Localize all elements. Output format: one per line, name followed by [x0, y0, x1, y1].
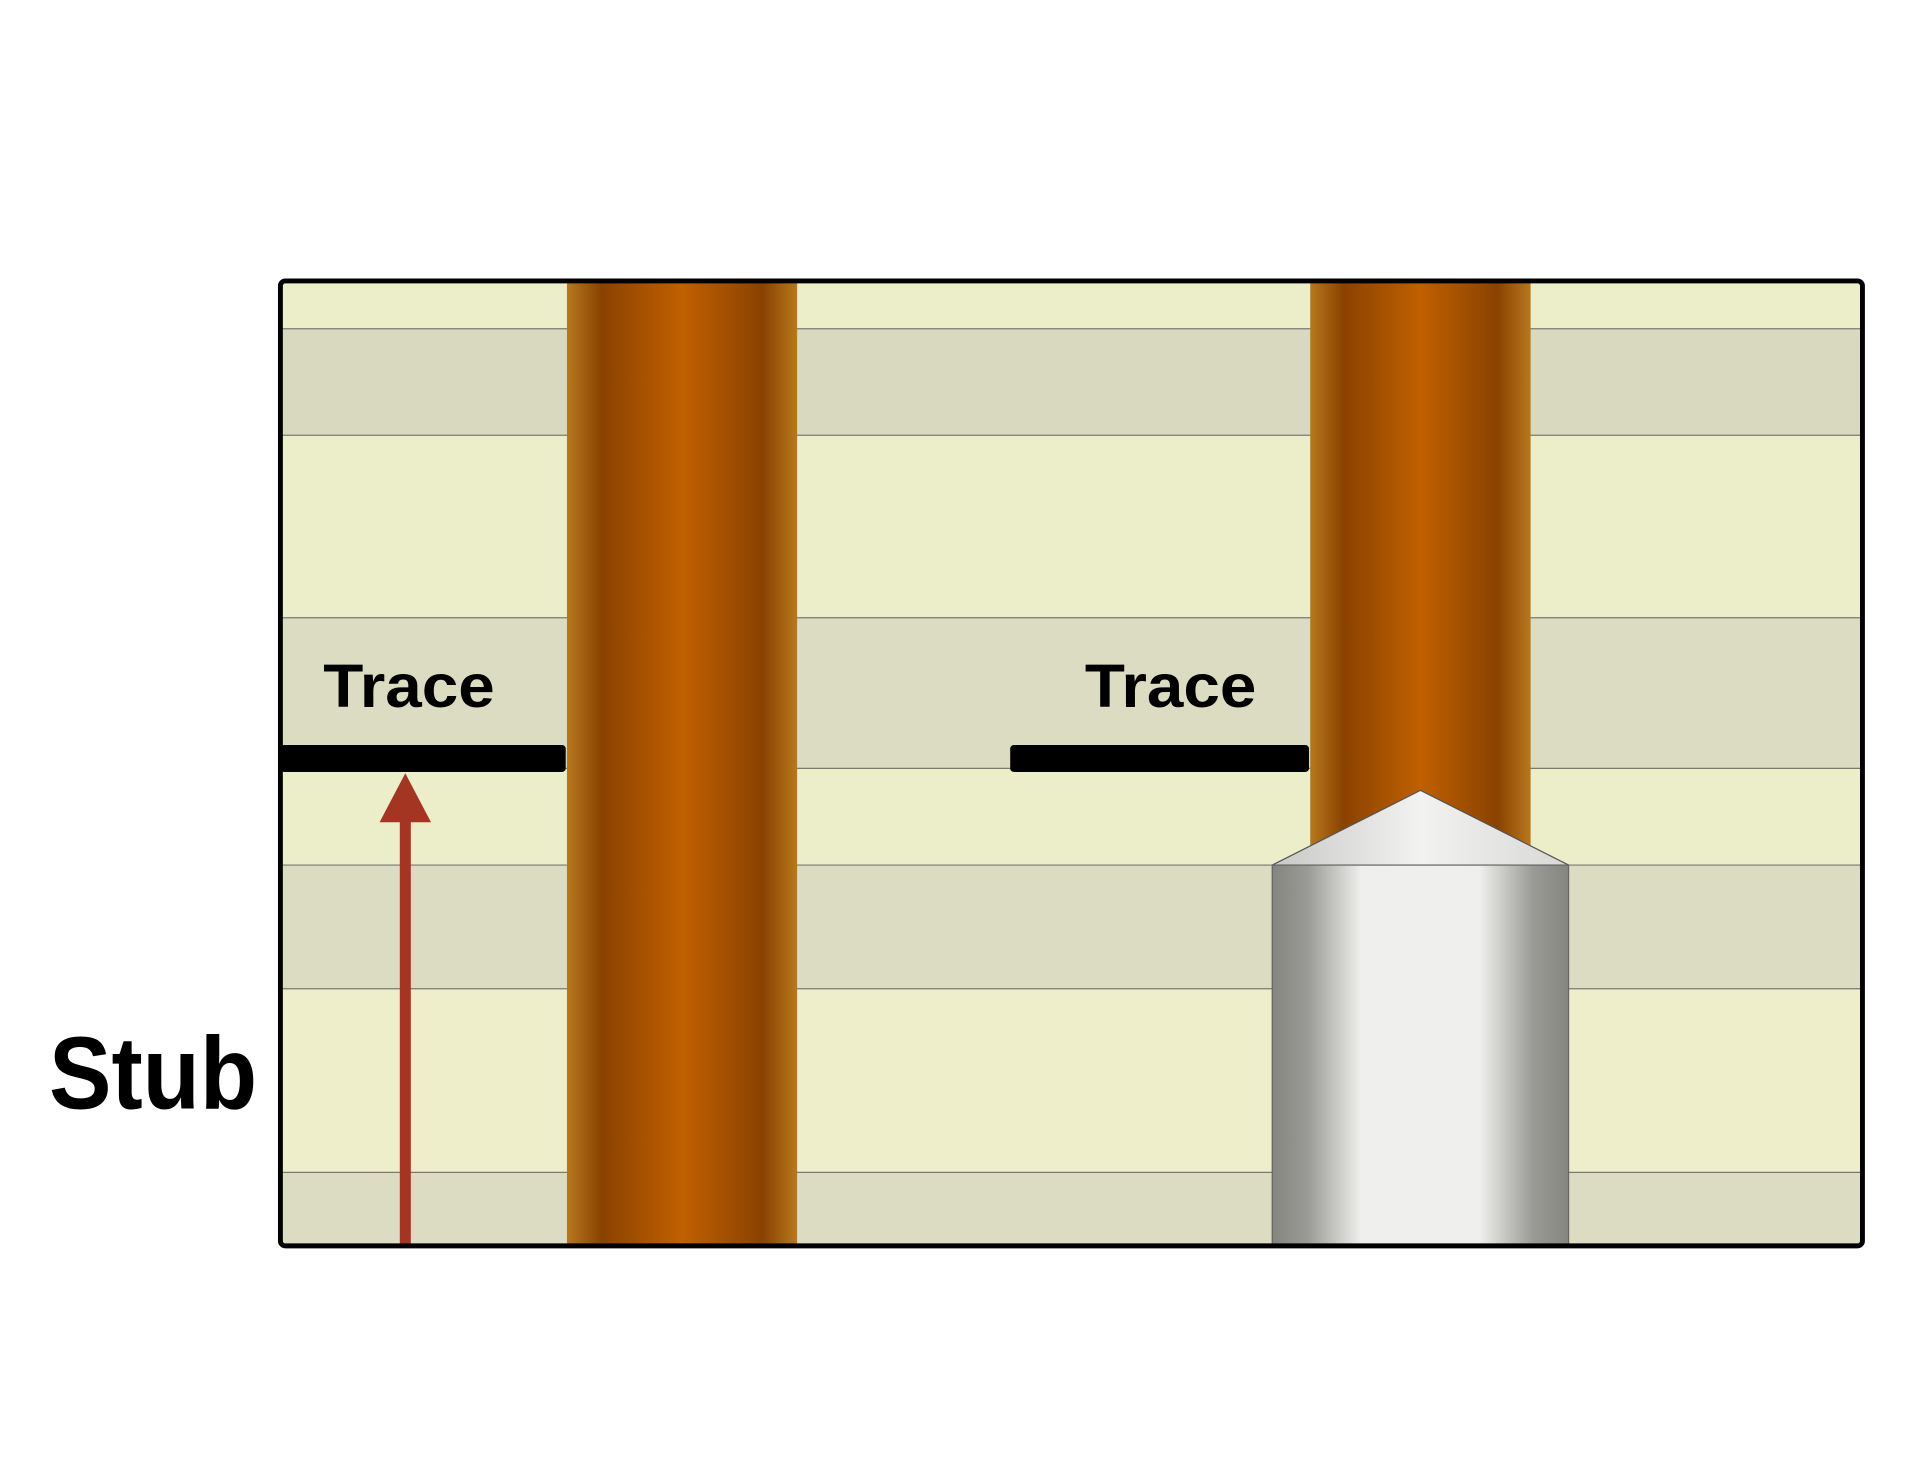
- arrow-head-icon: [379, 773, 432, 823]
- layer: [280, 1172, 1863, 1246]
- pcb-stackup: [280, 280, 1863, 1246]
- via-barrel-left: [566, 282, 798, 1245]
- trace-right: [1010, 745, 1309, 772]
- layer: [280, 768, 1863, 866]
- backdrill-bit: [1271, 789, 1570, 1247]
- layer: [280, 988, 1863, 1173]
- layer: [280, 865, 1863, 989]
- trace-label-right: Trace: [1085, 652, 1256, 720]
- stub-arrow: [379, 773, 432, 1246]
- drill-body: [1271, 864, 1570, 1247]
- layer: [280, 328, 1863, 436]
- layer: [280, 280, 1863, 329]
- via-barrel-right: [1310, 282, 1531, 858]
- trace-left: [280, 745, 566, 772]
- stub-label: Stub: [49, 1016, 257, 1131]
- layer-boundaries: [280, 328, 1863, 1174]
- trace-label-left: Trace: [323, 652, 494, 720]
- layer: [280, 435, 1863, 618]
- layer: [280, 617, 1863, 769]
- board-outline: [277, 278, 1865, 1249]
